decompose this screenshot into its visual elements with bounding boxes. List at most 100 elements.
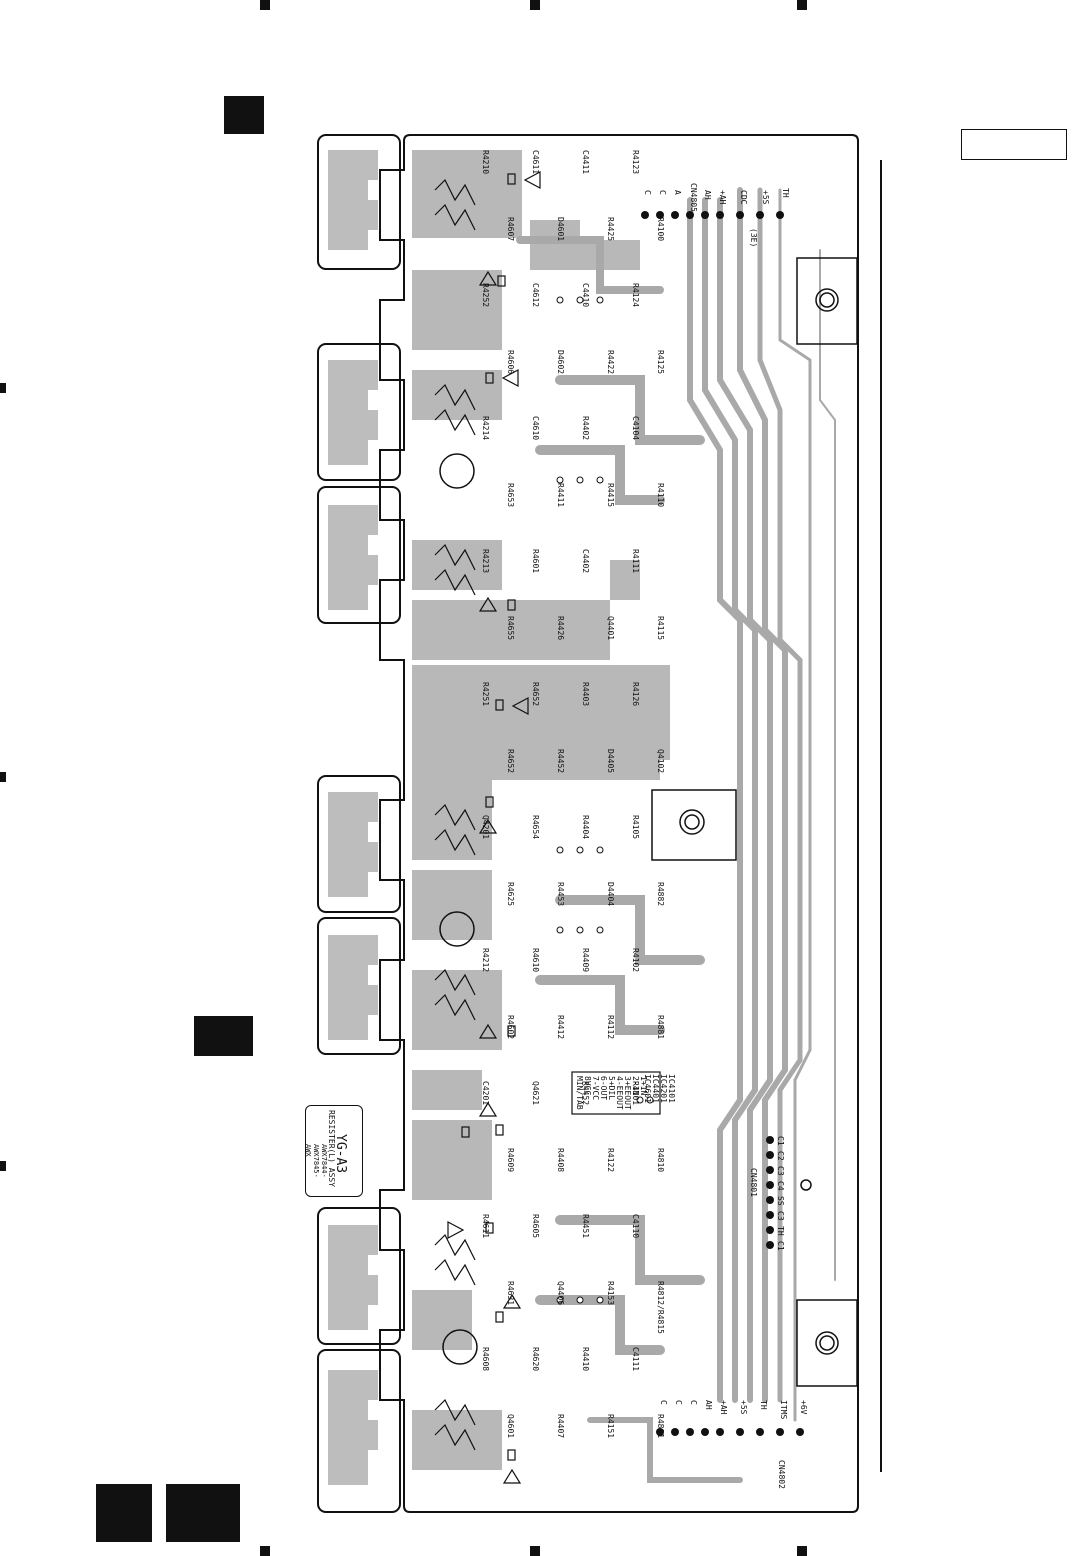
component-label: D4601	[556, 216, 565, 241]
component-label: D4404	[606, 881, 615, 906]
component-label: R4812/R4815	[656, 1280, 665, 1334]
component-label: R4652	[531, 682, 540, 707]
component-label: Q4401	[606, 615, 615, 640]
component-label: Q4601	[506, 1413, 515, 1438]
registration-mark-top-1	[260, 0, 270, 10]
side-rule-line	[880, 160, 882, 1472]
component-label: R4122	[606, 1147, 615, 1172]
component-label: C4110	[631, 1214, 640, 1239]
component-label: R4655	[506, 615, 515, 640]
connector-bottom-pin-7: TH	[759, 1400, 768, 1410]
connector-top-pin-8: +5S	[761, 190, 770, 205]
connector-bottom-pin-4: AH	[704, 1400, 713, 1410]
registration-mark-bottom-2	[530, 1546, 540, 1556]
side-module-1	[317, 134, 401, 1513]
ic-label-2: IC4201	[659, 1074, 668, 1103]
traces	[516, 187, 836, 1483]
ic-pin-1: 1+1N	[639, 1076, 648, 1096]
component-label: R4881	[656, 1014, 665, 1039]
small-pads	[556, 296, 654, 1304]
component-label: R4422	[606, 349, 615, 374]
connector-top-pin-9: TH	[781, 188, 790, 198]
connector-bottom-pads	[656, 1428, 804, 1436]
connector-middle-pin-6: C3	[776, 1211, 785, 1221]
component-label: R4124	[631, 283, 640, 308]
index-block-bottom-right	[166, 1484, 240, 1542]
component-label: R4652	[506, 748, 515, 773]
ic-pin-5: 5+DIL	[607, 1076, 616, 1101]
component-label: Q4102	[656, 748, 665, 773]
component-label: R4412	[556, 1014, 565, 1039]
component-label: R4882	[656, 881, 665, 906]
component-label: R4407	[556, 1413, 565, 1438]
connector-bottom-pin-6: +5S	[739, 1400, 748, 1415]
electrolytic-caps	[439, 453, 478, 1365]
connector-middle-pin-8: C1	[776, 1241, 785, 1251]
assembly-model-2: AWX7845-	[312, 1144, 320, 1178]
connector-middle-pin-4: C4	[776, 1181, 785, 1191]
component-label: R4123	[631, 150, 640, 175]
component-label: R4403	[581, 682, 590, 707]
component-label: C4111	[631, 1347, 640, 1372]
component-label: C4402	[581, 549, 590, 574]
component-label: R4608	[481, 1347, 490, 1372]
component-label: R4112	[606, 1014, 615, 1039]
assembly-label-box: RESISTER(L) ASSY YG-A3 AWX7844- AWX7845-…	[304, 1105, 363, 1197]
board-outline	[379, 134, 859, 1513]
component-label: C4610	[531, 416, 540, 441]
component-label: R4402	[581, 416, 590, 441]
connector-middle-pin-5: SS	[776, 1196, 785, 1206]
ic-pin-4: 4-EEOUT	[615, 1076, 624, 1110]
component-label: R4605	[531, 1214, 540, 1239]
connector-middle-pin-7: TH	[776, 1226, 785, 1236]
connector-middle-pin-2: C2	[776, 1151, 785, 1161]
component-label: C4411	[581, 150, 590, 175]
component-label: R4452	[556, 748, 565, 773]
component-label: R4111	[631, 549, 640, 574]
component-label: R4252	[481, 283, 490, 308]
ic-label-1: IC4101	[667, 1074, 676, 1103]
component-label: R4213	[481, 549, 490, 574]
connector-top-pin-7: (3E)	[749, 228, 758, 248]
connector-middle-name: CN4801	[749, 1168, 758, 1197]
component-label: R4611	[481, 1214, 490, 1239]
component-label: R4810	[656, 1147, 665, 1172]
connector-bottom-pin-3: C	[689, 1400, 698, 1405]
component-label: R4410	[581, 1347, 590, 1372]
component-label: R4404	[581, 815, 590, 840]
component-label: C4612	[531, 283, 540, 308]
component-label: D4405	[606, 748, 615, 773]
connector-top-pin-6: CDC	[739, 190, 748, 205]
assembly-model-1: AWX7844-	[320, 1144, 328, 1178]
component-label: R4125	[656, 349, 665, 374]
component-label: R4210	[481, 150, 490, 175]
assembly-name: YG-A3	[333, 1134, 348, 1174]
component-label: R4426	[556, 615, 565, 640]
connector-middle-pin-3: C3	[776, 1166, 785, 1176]
component-label: C4104	[631, 416, 640, 441]
component-label: R4631	[506, 1280, 515, 1305]
component-label: R4452	[581, 1081, 590, 1106]
component-label: R4625	[506, 881, 515, 906]
component-label: R4609	[506, 1147, 515, 1172]
component-label: R4251	[481, 682, 490, 707]
component-label: R4801	[656, 1413, 665, 1438]
component-label: R4212	[481, 948, 490, 973]
connector-top-pin-4: AH	[703, 190, 712, 200]
index-block-top	[224, 96, 264, 134]
component-label: R4126	[631, 682, 640, 707]
connector-middle-pin-1: C1	[776, 1136, 785, 1146]
component-label: R4115	[656, 615, 665, 640]
component-label: Q4406	[556, 1280, 565, 1305]
connector-bottom-pin-9: +6V	[799, 1400, 808, 1415]
component-label: R4151	[606, 1413, 615, 1438]
mounting-holes	[651, 257, 858, 1387]
component-label: R4602	[506, 1014, 515, 1039]
index-block-bottom-left	[96, 1484, 152, 1542]
ic-outline	[571, 1071, 661, 1115]
connector-bottom-pin-8: ITMS	[779, 1400, 788, 1420]
component-label: R4214	[481, 416, 490, 441]
component-label: Q4201	[481, 815, 490, 840]
ic-pin-6: 6-OUT	[599, 1076, 608, 1101]
